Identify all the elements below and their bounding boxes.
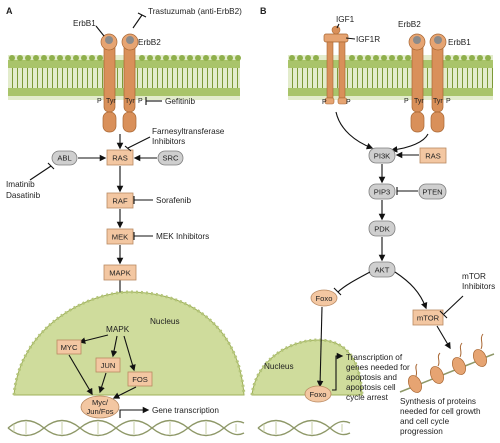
erbb1-label-b: ErbB1 [448, 38, 471, 47]
mtor-label: mTOR [417, 314, 440, 323]
myc-node [56, 339, 82, 355]
ligand-icon [413, 36, 421, 44]
mtor-node [412, 309, 444, 326]
ras-label-a: RAS [112, 154, 128, 163]
ligand-icon [434, 36, 442, 44]
panel-a-label: A [6, 6, 13, 16]
pi3k-node [368, 147, 396, 164]
pten-label: PTEN [422, 188, 442, 197]
myc-label: MYC [61, 343, 78, 352]
nucleus-label-b: Nucleus [264, 362, 294, 371]
phospho-p-left-a: P [97, 98, 102, 105]
ligand-icon [126, 36, 134, 44]
phospho-p-left-b: P [404, 98, 409, 105]
transcription-note-2: genes needed for [346, 363, 410, 372]
erbb-receptor-dimer-a [100, 33, 139, 133]
synthesis-note-2: needed for cell growth [400, 407, 481, 416]
jun-node [95, 357, 121, 373]
phospho-p-igf-right: P [346, 99, 351, 106]
pdk-node [368, 220, 396, 237]
ribosome-translation-icon [399, 333, 495, 393]
mtor-inhibitors-line2: Inhibitors [462, 282, 495, 291]
myc-jun-fos-complex [80, 395, 120, 419]
pi3k-label: PI3K [374, 152, 390, 161]
pten-node [418, 183, 447, 200]
nuclear-mapk-label: MAPK [106, 325, 130, 334]
gefitinib-label: Gefitinib [165, 97, 195, 106]
pip3-label: PIP3 [374, 188, 390, 197]
gene-transcription-label: Gene transcription [152, 406, 219, 415]
tyr-right-b: Tyr [433, 98, 443, 105]
raf-label: RAF [112, 197, 128, 206]
akt-node [368, 261, 396, 278]
abl-node [51, 150, 78, 166]
nucleus-label-a: Nucleus [150, 317, 180, 326]
farnesyl-label-line2: Inhibitors [152, 137, 185, 146]
erbb1-label-a: ErbB1 [73, 19, 96, 28]
complex-label-line1: Myc/ [92, 398, 109, 407]
synthesis-note-3: and cell cycle [400, 417, 450, 426]
igf1r-label: IGF1R [356, 35, 380, 44]
erbb2-label-b: ErbB2 [398, 20, 421, 29]
phospho-p-right-a: P [138, 98, 143, 105]
ligand-icon [105, 36, 113, 44]
synthesis-note-1: Synthesis of proteins [400, 397, 476, 406]
foxo-node [310, 289, 338, 307]
dna-helix-a [7, 419, 245, 437]
nucleus-b [251, 339, 363, 396]
tyr-left-a: Tyr [106, 98, 116, 105]
transcription-note-5: cycle arrest [346, 393, 389, 402]
mek-node [106, 228, 134, 245]
erbb2-label-a: ErbB2 [138, 38, 161, 47]
transcription-note-3: apoptosis and [346, 373, 397, 382]
fos-label: FOS [132, 375, 148, 384]
igf1r-receptor [323, 25, 349, 105]
mapk-node [103, 264, 137, 281]
abl-label: ABL [57, 154, 71, 163]
jun-label: JUN [101, 361, 116, 370]
foxo-nuclear-node [304, 385, 332, 403]
akt-label: AKT [375, 266, 390, 275]
fos-node [127, 371, 153, 387]
transcription-note-1: Transcription of [346, 353, 403, 362]
mtor-inhibitors-line1: mTOR [462, 272, 486, 281]
transcription-note-4: apoptosis cell [346, 383, 396, 392]
foxo-label: Foxo [316, 294, 333, 303]
igf1-label: IGF1 [336, 15, 355, 24]
trastuzumab-label: Trastuzumab (anti-ErbB2) [148, 7, 242, 16]
igf1-ligand-icon [331, 25, 341, 35]
pip3-node [368, 183, 396, 200]
tyr-left-b: Tyr [414, 98, 424, 105]
sorafenib-label: Sorafenib [156, 196, 191, 205]
cell-membrane-b [288, 55, 493, 100]
complex-label-line2: Jun/Fos [86, 407, 113, 416]
dna-helix-b [257, 419, 351, 437]
foxo-nuclear-label: Foxo [310, 390, 327, 399]
raf-node [106, 192, 134, 209]
erbb-receptor-dimer-b [408, 33, 447, 133]
synthesis-note-4: progression [400, 427, 443, 436]
pdk-label: PDK [374, 225, 390, 234]
dasatinib-label: Dasatinib [6, 191, 41, 200]
mek-label: MEK [112, 233, 128, 242]
imatinib-label: Imatinib [6, 180, 35, 189]
farnesyl-label-line1: Farnesyltransferase [152, 127, 225, 136]
ras-label-b: RAS [425, 152, 441, 161]
ras-node-a [106, 149, 134, 166]
tyr-right-a: Tyr [125, 98, 135, 105]
mapk-label: MAPK [109, 269, 131, 278]
src-node [157, 150, 184, 166]
mek-inhibitors-label: MEK Inhibitors [156, 232, 209, 241]
panel-b-label: B [260, 6, 267, 16]
phospho-p-right-b: P [446, 98, 451, 105]
src-label: SRC [162, 154, 179, 163]
ras-node-b [419, 147, 447, 164]
phospho-p-igf-left: P [322, 99, 327, 106]
